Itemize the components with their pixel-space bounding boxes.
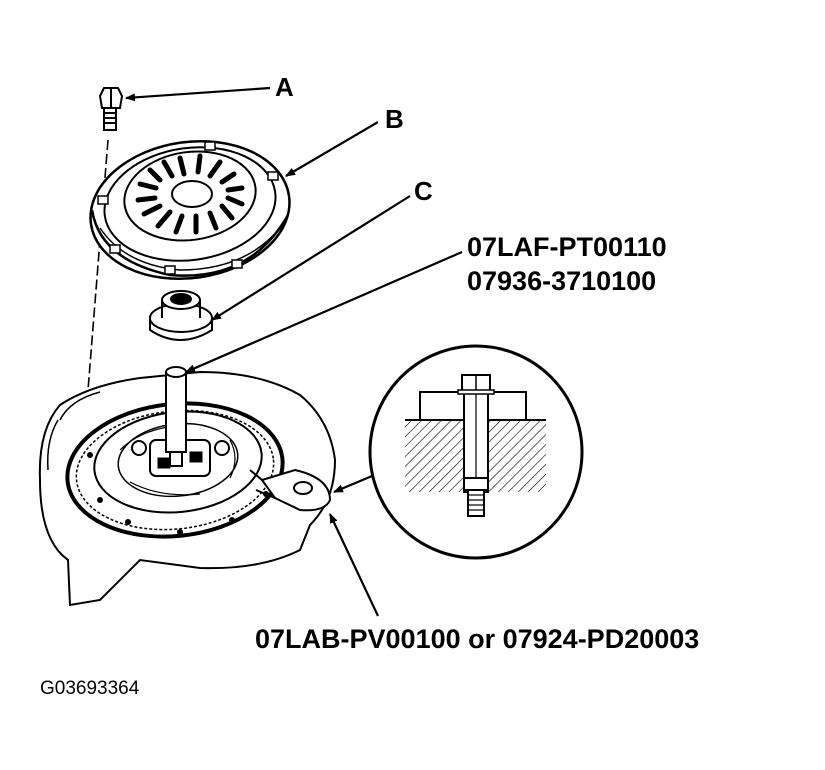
tool-number-driver-alternate: 07936-3710100 [467, 266, 657, 296]
callout-c: C [414, 176, 433, 206]
leader-lines [125, 86, 463, 617]
figure-id: G03693364 [40, 678, 140, 699]
bolt-a [98, 87, 124, 131]
detail-inset [368, 344, 584, 560]
tool-number-driver-primary: 07LAF-PT00110 [467, 232, 667, 262]
callout-a: A [275, 72, 294, 102]
alignment-line [87, 139, 109, 391]
tool-number-holder: 07LAB-PV00100 or 07924-PD20003 [255, 624, 700, 654]
ring-gear-holder [249, 468, 332, 512]
callout-b: B [385, 104, 404, 134]
alignment-tool [165, 366, 187, 467]
release-bearing-c [149, 290, 213, 341]
pressure-plate-b [89, 139, 291, 281]
